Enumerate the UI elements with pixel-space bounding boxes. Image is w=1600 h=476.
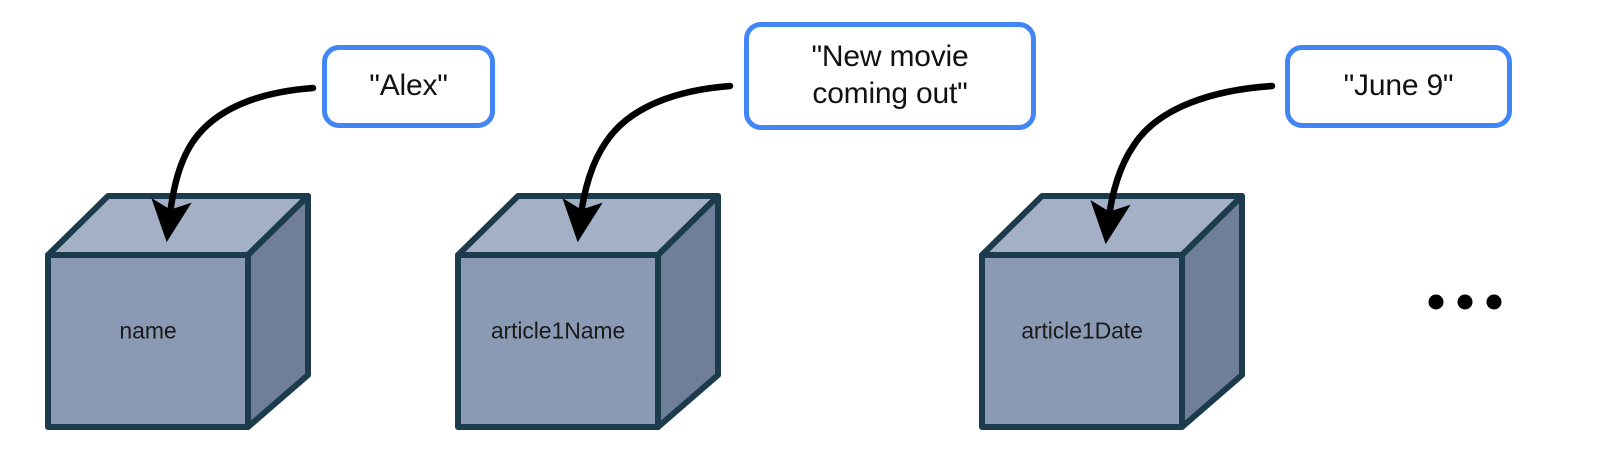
cube-name-shape <box>45 193 311 430</box>
arrow-to-article1date <box>1090 82 1276 245</box>
ellipsis-dot-1 <box>1428 294 1444 310</box>
cube-article1date-shape <box>979 193 1245 430</box>
callout-alex[interactable]: "Alex" <box>322 45 495 128</box>
ellipsis-dot-2 <box>1457 294 1473 310</box>
arrow-to-name <box>151 84 317 243</box>
cube-article1name-shape <box>455 193 721 430</box>
arrow-to-article1name <box>562 82 734 243</box>
more-indicator-ellipsis <box>1428 294 1502 310</box>
callout-june-9[interactable]: "June 9" <box>1285 45 1512 128</box>
ellipsis-dot-3 <box>1486 294 1502 310</box>
callout-new-movie[interactable]: "New movie coming out" <box>744 22 1036 130</box>
